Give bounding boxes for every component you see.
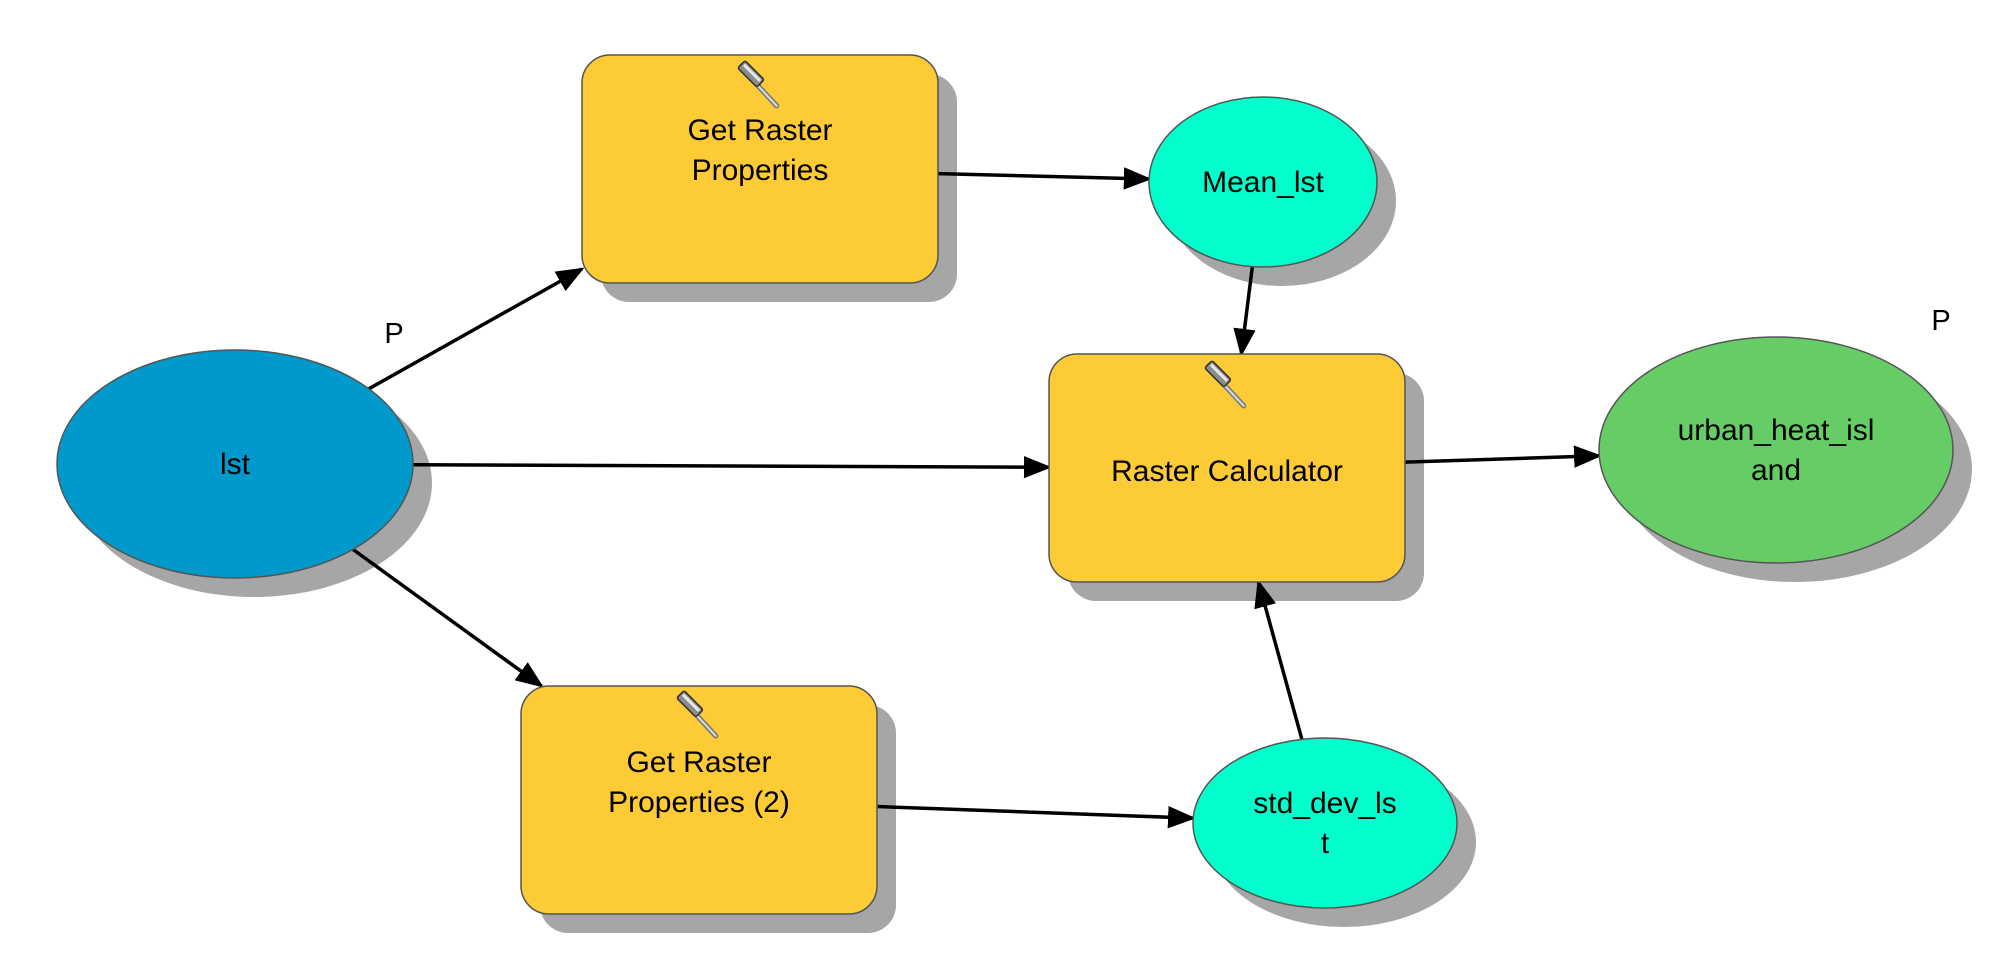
get-raster-properties-2-box[interactable] xyxy=(520,685,878,915)
node-mean-lst[interactable]: Mean_lst xyxy=(1148,96,1378,268)
urban-heat-island-ellipse[interactable] xyxy=(1598,336,1954,564)
urban-heat-island-parameter-flag: P xyxy=(1931,305,1950,337)
lst-ellipse[interactable] xyxy=(56,349,414,579)
lst-label-line-1: lst xyxy=(220,448,251,481)
connector-lst-to-get-raster-properties[interactable] xyxy=(367,267,585,391)
get-raster-properties-box[interactable] xyxy=(581,54,939,284)
node-lst[interactable]: lst xyxy=(56,349,414,579)
get-raster-properties-label-line-2: Properties xyxy=(692,154,829,187)
node-raster-calculator[interactable]: Raster Calculator xyxy=(1048,353,1406,583)
node-std-dev-lst[interactable]: std_dev_lst xyxy=(1192,737,1458,909)
std-dev-lst-label-line-2: t xyxy=(1321,827,1330,860)
mean-lst-label-line-1: Mean_lst xyxy=(1202,166,1324,199)
std-dev-lst-label-line-1: std_dev_ls xyxy=(1253,787,1396,820)
lst-parameter-flag: P xyxy=(384,318,403,350)
mean-lst-ellipse[interactable] xyxy=(1148,96,1378,268)
connector-lst-to-get-raster-properties-2[interactable] xyxy=(351,547,544,688)
raster-calculator-box[interactable] xyxy=(1048,353,1406,583)
std-dev-lst-ellipse[interactable] xyxy=(1192,737,1458,909)
get-raster-properties-2-label-line-1: Get Raster xyxy=(626,746,771,779)
urban-heat-island-label-line-2: and xyxy=(1751,454,1801,487)
urban-heat-island-label-line-1: urban_heat_isl xyxy=(1678,414,1875,447)
connector-mean-lst-to-raster-calculator[interactable] xyxy=(1233,266,1256,357)
get-raster-properties-label-line-1: Get Raster xyxy=(687,114,832,147)
get-raster-properties-2-label-line-2: Properties (2) xyxy=(608,786,790,819)
connector-raster-calculator-to-urban-heat-island[interactable] xyxy=(1404,445,1603,468)
connector-lst-to-raster-calculator[interactable] xyxy=(412,455,1052,479)
raster-calculator-label-line-1: Raster Calculator xyxy=(1111,455,1343,488)
connector-lines xyxy=(351,167,1603,829)
connector-get-raster-properties-2-to-std-dev-lst[interactable] xyxy=(876,804,1197,829)
connector-get-raster-properties-to-mean-lst[interactable] xyxy=(937,167,1152,190)
connector-std-dev-lst-to-raster-calculator[interactable] xyxy=(1254,579,1304,740)
